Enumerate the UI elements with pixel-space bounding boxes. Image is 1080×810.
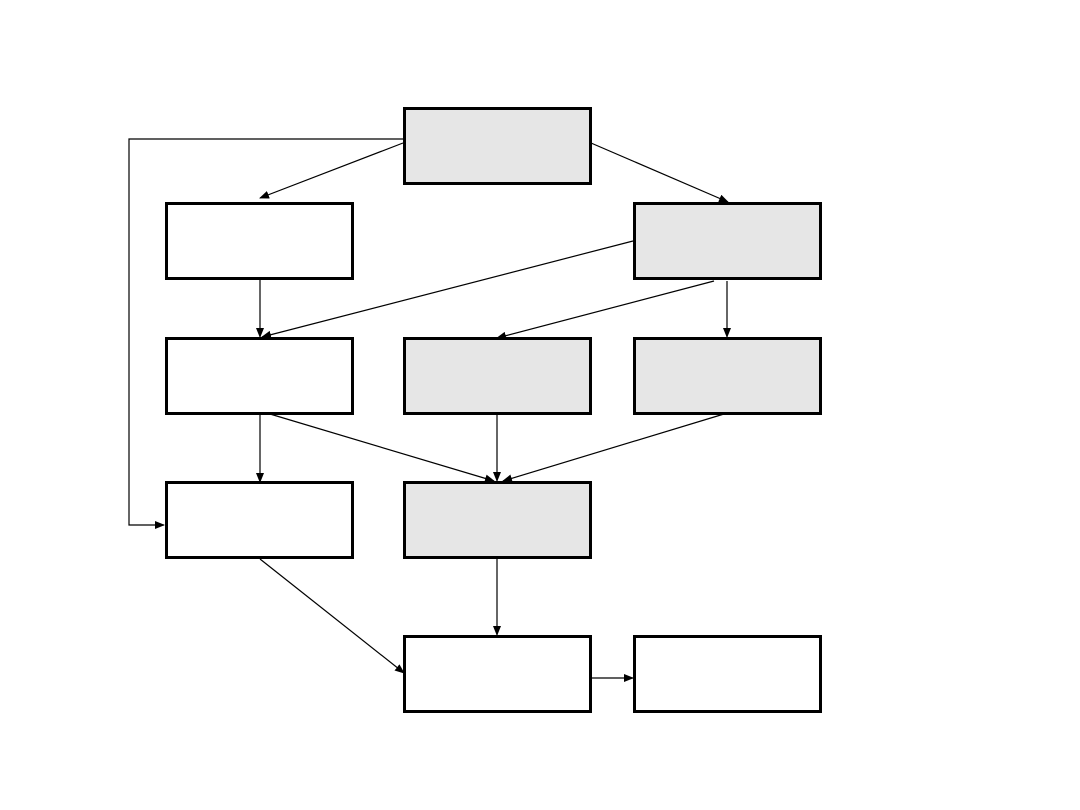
edge-top-to-left-lower xyxy=(128,138,403,529)
edge-top-to-left-upper xyxy=(259,142,404,199)
node-center-middle xyxy=(403,337,592,415)
node-left-lower xyxy=(165,481,354,559)
node-top xyxy=(403,107,592,185)
node-left-upper xyxy=(165,202,354,280)
node-left-middle xyxy=(165,337,354,415)
node-right-bottom xyxy=(633,635,822,713)
edge-right-middle-to-center-lower xyxy=(502,413,725,483)
node-center-lower xyxy=(403,481,592,559)
edge-top-to-right-upper xyxy=(590,142,729,203)
edge-right-upper-to-center-middle xyxy=(496,280,715,340)
edge-left-lower-to-center-bottom xyxy=(259,558,405,674)
edge-right-upper-to-left-middle xyxy=(261,240,634,339)
node-center-bottom xyxy=(403,635,592,713)
node-right-middle xyxy=(633,337,822,415)
node-right-upper xyxy=(633,202,822,280)
edge-left-middle-to-center-lower xyxy=(269,413,495,483)
